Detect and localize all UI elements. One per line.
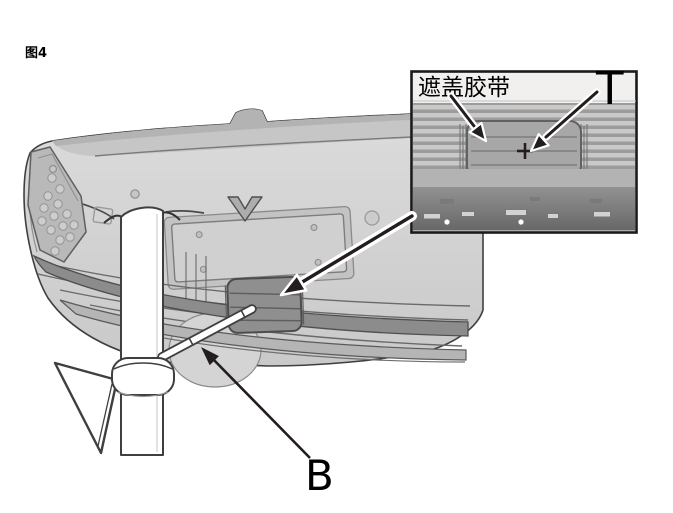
part-b-arrow xyxy=(201,347,311,459)
emblem-chevron xyxy=(227,196,263,222)
bumper-bottom-line xyxy=(119,329,466,363)
license-plate xyxy=(163,205,355,290)
sensor-dot-left xyxy=(130,189,140,199)
headlight-honeycomb xyxy=(37,173,79,256)
pole-base-triangle xyxy=(53,361,119,455)
bumper-top-edge-band xyxy=(52,109,483,146)
bumper-crease-right xyxy=(165,210,205,214)
hood-seam-line xyxy=(94,136,412,157)
sensor-dot-small xyxy=(48,164,58,174)
part-b-label: B xyxy=(305,451,334,500)
figure-label: 图4 xyxy=(25,46,47,61)
inset-lower-band xyxy=(413,187,635,231)
masking-tape-arrow xyxy=(447,92,488,143)
inset-leader-arrow xyxy=(279,211,417,297)
headlight xyxy=(27,146,87,263)
tool-t-arrow xyxy=(529,88,601,153)
detail-inset: 遮盖胶带 T xyxy=(410,62,638,234)
pole-clamp xyxy=(111,357,175,398)
tool-t-label: T xyxy=(595,62,624,115)
sensor-dot-right xyxy=(364,210,380,226)
inset-lower-texture xyxy=(424,197,610,225)
masking-tape-label: 遮盖胶带 xyxy=(418,75,510,101)
callout-arrows xyxy=(201,88,601,459)
rod-b xyxy=(157,304,257,362)
